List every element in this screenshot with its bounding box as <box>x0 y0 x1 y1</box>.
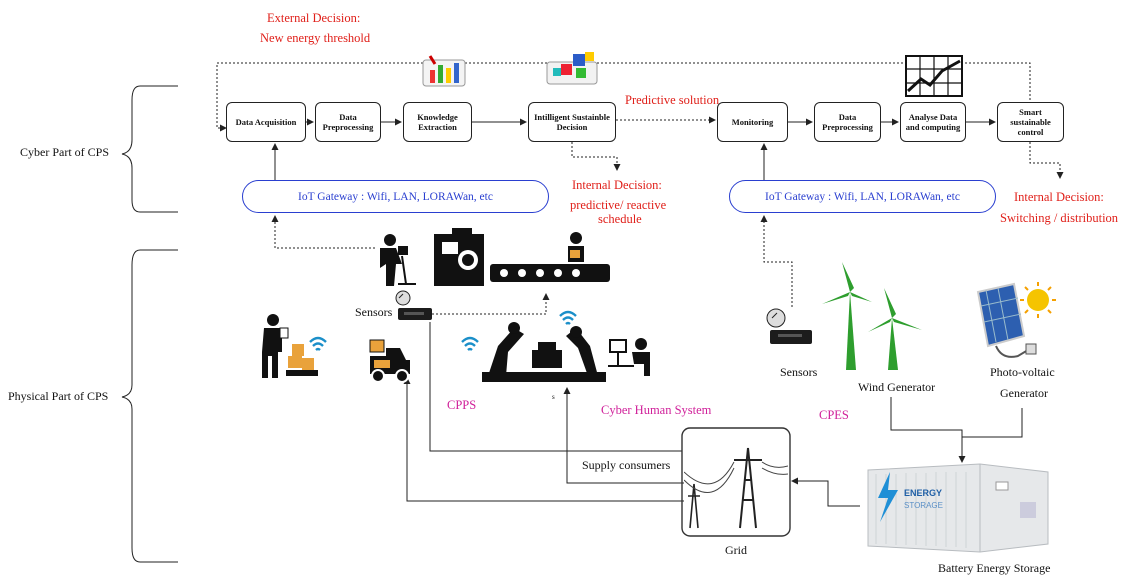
smart-control-box: Smart sustainable control <box>997 102 1064 142</box>
knowledge-extraction-box: Knowledge Extraction <box>403 102 472 142</box>
internal-decision-left-line2: schedule <box>598 212 642 226</box>
pv-label-line1: Photo-voltaic <box>990 365 1055 379</box>
iot-gateway-right: IoT Gateway : Wifi, LAN, LORAWan, etc <box>729 180 996 213</box>
analytics-icon <box>422 55 466 87</box>
external-decision-title: External Decision: <box>267 11 361 25</box>
forklift-icon <box>369 339 410 383</box>
internal-decision-left-line1: predictive/ reactive <box>570 198 667 212</box>
feedback-loop <box>216 62 1031 132</box>
internal-decision-right-text: Switching / distribution <box>1000 211 1119 225</box>
power-grid-icon <box>684 447 788 529</box>
decision-cubes-icon <box>546 52 598 85</box>
cyber-brace <box>121 85 178 213</box>
robot-arms-icon <box>461 310 650 382</box>
physical-part-label: Physical Part of CPS <box>8 389 109 403</box>
supply-consumers-label: Supply consumers <box>582 458 671 472</box>
grid-label: Grid <box>725 543 747 557</box>
physical-brace <box>121 249 178 563</box>
sensor-device-left <box>395 290 432 320</box>
small-mark: s <box>552 393 555 401</box>
data-preprocessing-box-left: Data Preprocessing <box>315 102 381 142</box>
storage-text-storage: STORAGE <box>904 501 943 510</box>
storage-text-energy: ENERGY <box>904 488 942 498</box>
cyber-human-label: Cyber Human System <box>601 403 712 417</box>
sensors-label-left: Sensors <box>355 305 393 319</box>
cpes-label: CPES <box>819 408 849 422</box>
sensors-label-right: Sensors <box>780 365 818 379</box>
sensor-device-right <box>766 308 812 344</box>
data-preprocessing-box-right: Data Preprocessing <box>814 102 881 142</box>
iot-gateway-left: IoT Gateway : Wifi, LAN, LORAWan, etc <box>242 180 549 213</box>
wind-generator-label: Wind Generator <box>858 380 936 394</box>
wind-turbine-icon <box>822 262 922 370</box>
battery-storage-label: Battery Energy Storage <box>938 561 1051 575</box>
internal-decision-right-title: Internal Decision: <box>1014 190 1104 204</box>
cyber-part-label: Cyber Part of CPS <box>20 145 110 159</box>
factory-worker-icon <box>380 228 610 286</box>
intelligent-decision-box: Intilligent Sustainble Decision <box>528 102 616 142</box>
grid-frame <box>681 427 791 537</box>
monitoring-box: Monitoring <box>717 102 788 142</box>
predictive-solution-label: Predictive solution <box>625 93 720 107</box>
internal-decision-left-title: Internal Decision: <box>572 178 662 192</box>
analyse-data-box: Analyse Data and computing <box>900 102 966 142</box>
data-acquisition-box: Data Acquisition <box>226 102 306 142</box>
pv-label-line2: Generator <box>1000 386 1048 400</box>
warehouse-worker-icon <box>262 314 327 378</box>
cpps-label: CPPS <box>447 398 477 412</box>
chart-monitor-icon <box>905 55 963 97</box>
battery-storage-icon: ENERGY STORAGE <box>867 463 1049 553</box>
solar-panel-icon <box>976 282 1056 358</box>
external-decision-text: New energy threshold <box>260 31 371 45</box>
